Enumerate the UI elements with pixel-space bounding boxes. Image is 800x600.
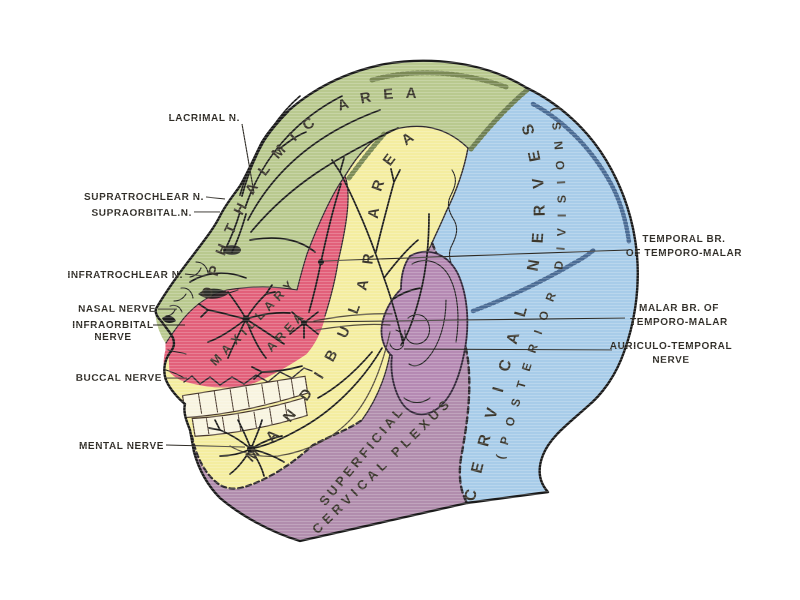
head-outline [154,59,639,543]
nerves-maxillary [198,183,393,359]
label-infratrochlear: INFRATROCHLEAR N. [67,270,183,281]
nostril [162,315,176,323]
label-auriculo-temporal-line2: NERVE [652,355,689,366]
eye [198,288,229,299]
label-mental: MENTAL NERVE [79,441,164,452]
face-features [162,211,247,379]
label-supratrochlear: SUPRATROCHLEAR N. [84,192,204,203]
nerve-labels: LACRIMAL N. SUPRATROCHLEAR N. SUPRAORBIT… [67,113,742,452]
label-supraorbital: SUPRAORBITAL.N. [92,208,192,219]
leader-temporal-br [322,249,629,262]
leader-auriculo-temporal [403,348,613,351]
leader-malar-br [306,317,626,323]
nerves-mandibular [208,157,430,477]
label-nasal: NASAL NERVE [78,304,156,315]
leader-mental [165,444,246,448]
label-infraorbital-line2: NERVE [94,332,131,343]
leader-lines [153,123,629,448]
label-temporal-br-line1: TEMPORAL BR. [642,234,725,245]
label-temporal-br-line2: OF TEMPORO-MALAR [626,248,742,259]
nerves-ophthalmic [165,95,399,317]
label-malar-br-line1: MALAR BR. OF [639,303,719,314]
brow-nerve-bundle [223,245,241,255]
label-lacrimal: LACRIMAL N. [169,113,240,124]
label-buccal: BUCCAL NERVE [76,373,162,384]
label-malar-br-line2: TEMPORO-MALAR [630,317,728,328]
leader-supratrochlear [205,196,226,200]
leader-infratrochlear [184,273,205,277]
teeth [181,375,309,437]
leader-lacrimal [241,123,255,194]
eyebrow [189,272,247,283]
label-infraorbital-line1: INFRAORBITAL [72,320,153,331]
label-auriculo-temporal-line1: AURICULO-TEMPORAL [610,341,732,352]
